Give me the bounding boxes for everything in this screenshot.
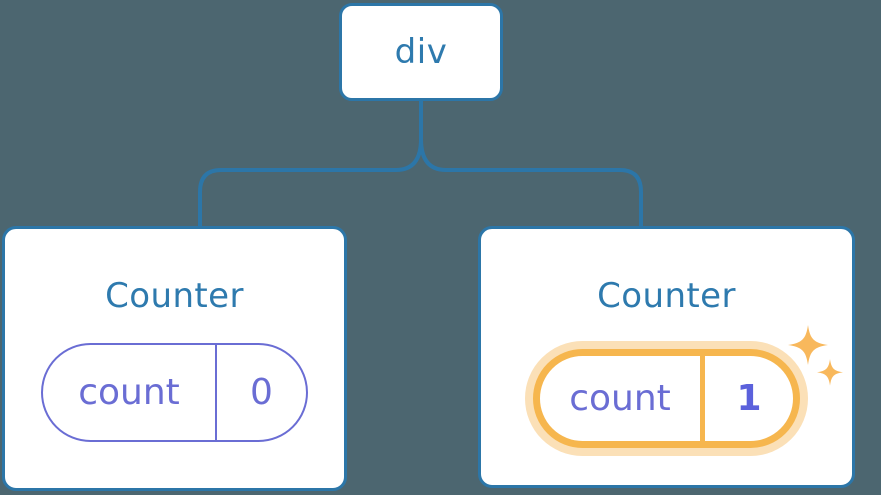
node-counter-right-title: Counter bbox=[597, 276, 736, 316]
state-pill-right-wrap: count 1 bbox=[525, 325, 843, 456]
state-pill-left-wrap: count 0 bbox=[41, 343, 308, 442]
node-div[interactable]: div bbox=[339, 3, 503, 101]
state-pill-left-value: 0 bbox=[250, 371, 273, 413]
state-pill-left[interactable]: count 0 bbox=[41, 343, 308, 442]
sparkle-small-icon bbox=[817, 359, 843, 386]
connector-left bbox=[198, 99, 423, 230]
node-counter-left[interactable]: Counter count 0 bbox=[2, 226, 347, 491]
state-pill-right-value: 1 bbox=[736, 377, 762, 419]
node-div-label: div bbox=[394, 32, 448, 72]
node-counter-left-title: Counter bbox=[105, 276, 244, 316]
state-pill-left-key: count bbox=[43, 345, 217, 440]
connector-right bbox=[419, 99, 643, 230]
state-pill-right-glow: count 1 bbox=[525, 341, 808, 456]
node-counter-right[interactable]: Counter count 1 bbox=[478, 226, 855, 488]
state-pill-right-key: count bbox=[540, 356, 705, 441]
state-pill-right[interactable]: count 1 bbox=[533, 349, 800, 448]
sparkle-large-icon bbox=[788, 325, 828, 365]
